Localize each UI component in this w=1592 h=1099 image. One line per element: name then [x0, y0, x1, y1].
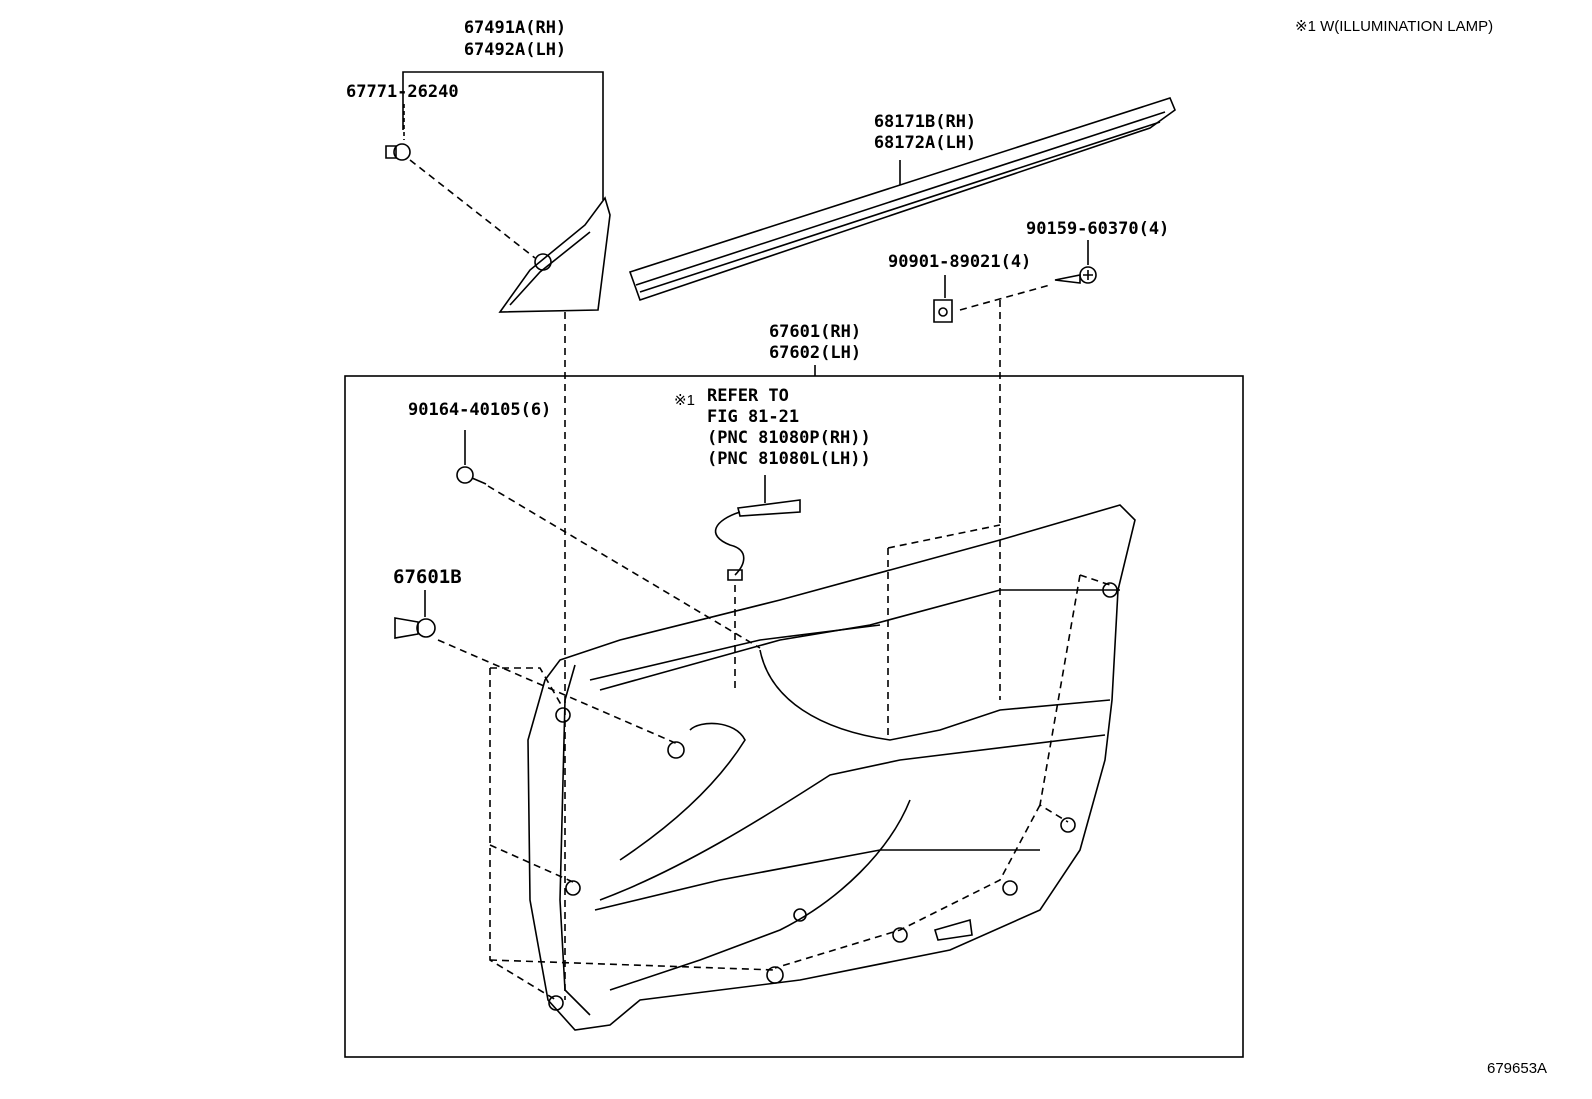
- lamp-ref-mark: ※1: [674, 392, 695, 409]
- lamp-ref-line[interactable]: FIG 81-21: [707, 407, 800, 427]
- nut-icon: [933, 275, 953, 323]
- door-trim-panel-part: [527, 504, 1136, 1031]
- door-trim-assembly-box: [344, 375, 1244, 1058]
- belt-weatherstrip-part: [628, 97, 1176, 302]
- callout-trim-clip[interactable]: 67601B: [393, 566, 462, 588]
- screw-icon: [1054, 240, 1097, 284]
- lamp-ref-line[interactable]: (PNC 81080L(LH)): [707, 449, 871, 469]
- callout-door-trim-rh[interactable]: 67601(RH): [768, 322, 862, 342]
- callout-garnish-rh[interactable]: 67491A(RH): [463, 18, 567, 38]
- callout-weatherstrip-rh[interactable]: 68171B(RH): [873, 112, 977, 132]
- lamp-ref-line[interactable]: (PNC 81080P(RH)): [707, 428, 871, 448]
- bolt-icon: [456, 430, 487, 485]
- figure-id: 679653A: [1487, 1060, 1548, 1077]
- callout-door-trim-lh[interactable]: 67602(LH): [768, 343, 862, 363]
- fastener-leader-lines: [489, 524, 1111, 1001]
- callout-garnish-lh[interactable]: 67492A(LH): [463, 40, 567, 60]
- callout-nut[interactable]: 90901-89021(4): [888, 252, 1032, 272]
- lamp-ref-line: REFER TO: [707, 386, 789, 406]
- door-garnish-part: [498, 196, 611, 313]
- illumination-lamp-note: ※1 W(ILLUMINATION LAMP): [1295, 18, 1494, 35]
- callout-weatherstrip-lh[interactable]: 68172A(LH): [873, 133, 977, 153]
- illumination-lamp-part: [714, 475, 801, 581]
- callout-garnish-clip[interactable]: 67771-26240: [346, 82, 459, 102]
- callout-screw[interactable]: 90159-60370(4): [1026, 219, 1170, 239]
- garnish-clip-icon: [385, 104, 411, 161]
- trim-clip-icon: [394, 590, 436, 639]
- callout-trim-screw[interactable]: 90164-40105(6): [408, 400, 552, 420]
- garnish-bracket-lines: [402, 71, 604, 200]
